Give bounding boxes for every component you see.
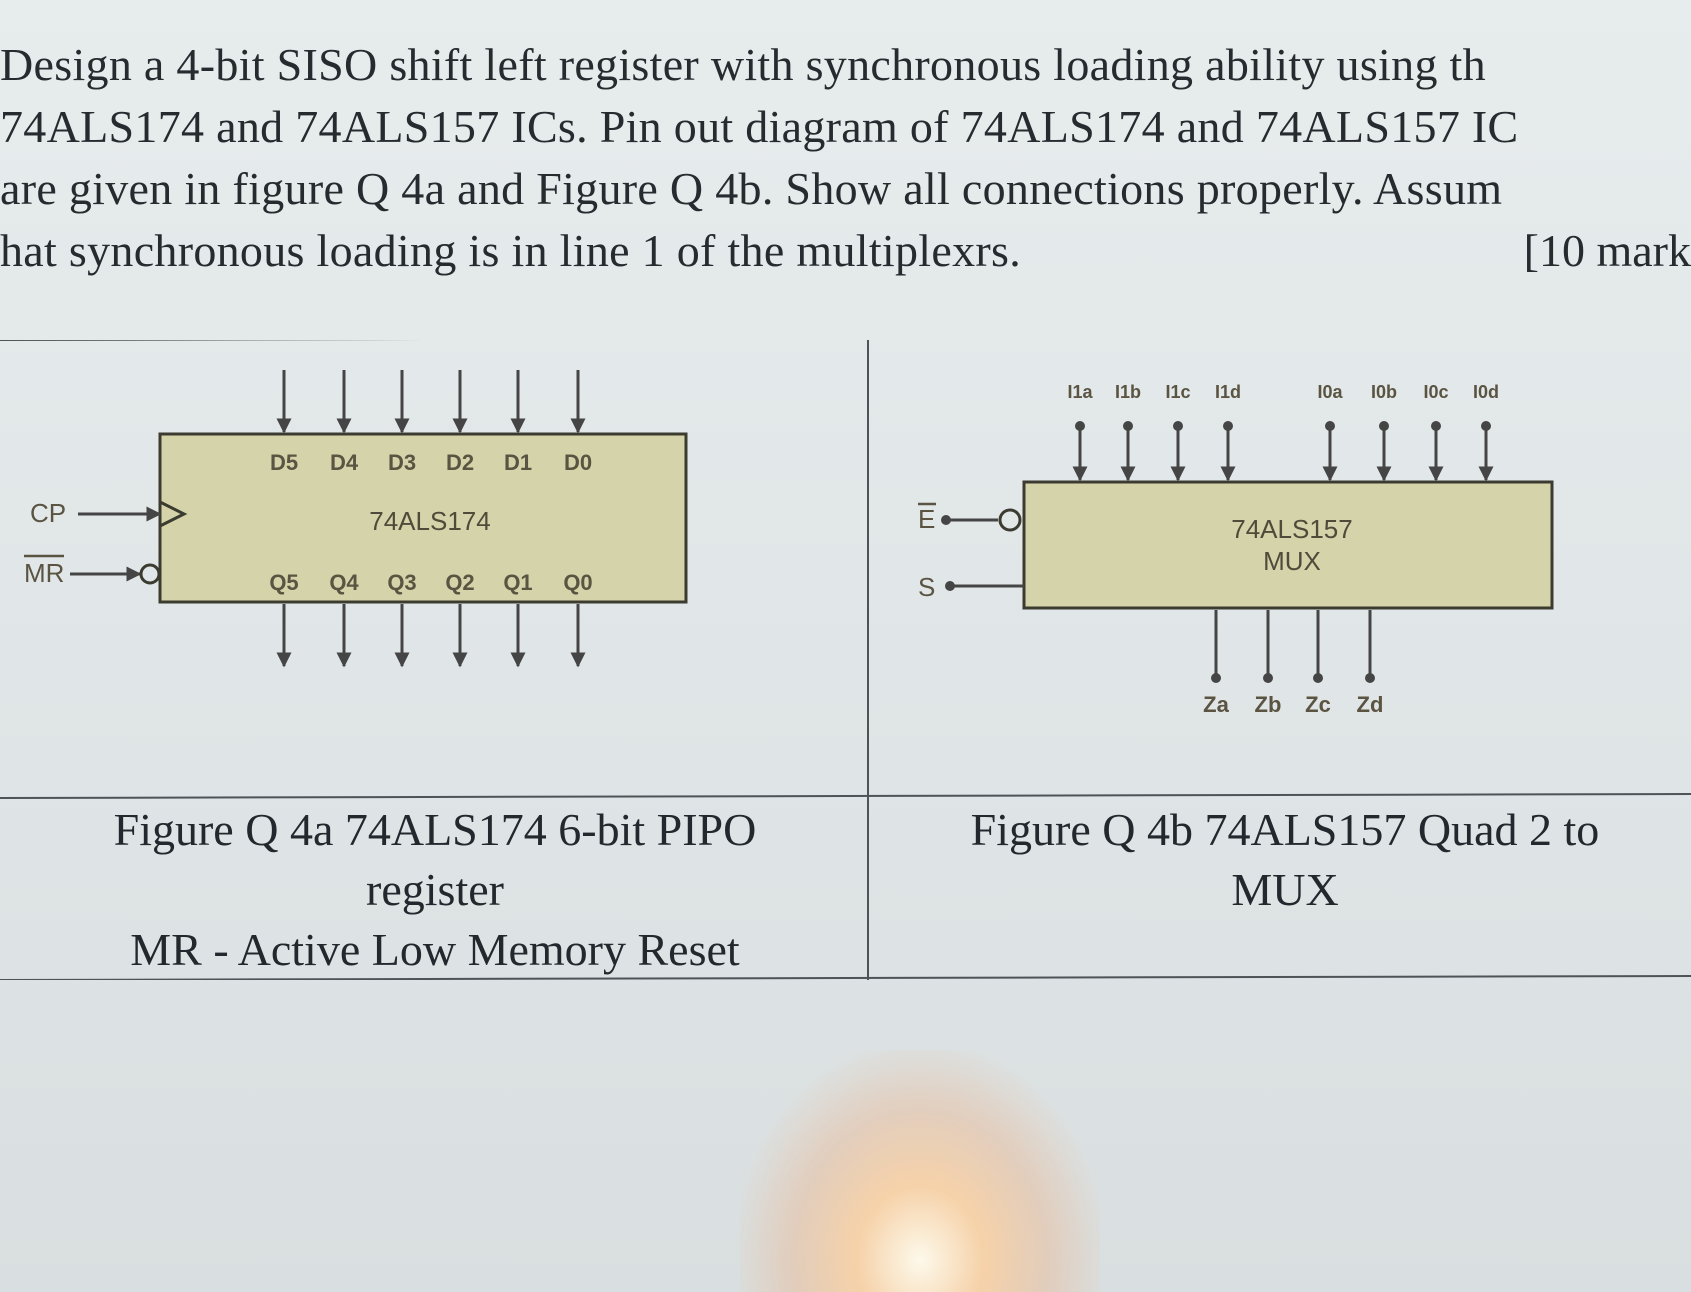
mux-input-0-label-3: I0d — [1473, 382, 1499, 402]
mux-input-0-label-2: I0c — [1423, 382, 1448, 402]
q-output-label-2: Q3 — [387, 570, 416, 595]
table-mid-rule — [0, 793, 1691, 799]
q-output-label-1: Q4 — [329, 570, 359, 595]
chip-74als157: 74ALS157 MUX I1a I1b I1c I1d I0a I0b I0c I0d Za… — [918, 382, 1554, 717]
mux-input-1-label-3: I1d — [1215, 382, 1241, 402]
mux-input-0-label-0: I0a — [1317, 382, 1343, 402]
q-output-label-0: Q5 — [269, 570, 298, 595]
mux-output-label-1: Zb — [1255, 692, 1282, 717]
figure-b-caption-line-1: Figure Q 4b 74ALS157 Quad 2 to — [970, 804, 1600, 855]
figure-a-caption-line-3: MR - Active Low Memory Reset — [130, 924, 740, 975]
mux-input-1-label-2: I1c — [1165, 382, 1190, 402]
reset-pin-label: MR — [24, 558, 64, 588]
question-line-2: 74ALS174 and 74ALS157 ICs. Pin out diagr… — [0, 101, 1519, 152]
mux-output-label-2: Zc — [1305, 692, 1331, 717]
q-output-label-3: Q2 — [445, 570, 474, 595]
mux-output-label-3: Zd — [1357, 692, 1384, 717]
chip-74als157-name: 74ALS157 — [1231, 514, 1352, 544]
chip-74als174: 74ALS174 D5 D4 D3 D2 D1 D0 Q5 Q4 Q3 Q2 Q1 Q0 CP MR — [24, 370, 688, 668]
d-input-label-0: D5 — [270, 450, 298, 475]
figure-a-caption-line-2: register — [366, 864, 504, 915]
mux-output-dot-3 — [1365, 673, 1375, 683]
clock-pin-label: CP — [30, 498, 66, 528]
mux-input-1-label-1: I1b — [1115, 382, 1141, 402]
mux-output-dot-2 — [1313, 673, 1323, 683]
figure-a-caption-line-1: Figure Q 4a 74ALS174 6-bit PIPO — [113, 804, 757, 855]
figure-table: 74ALS174 D5 D4 D3 D2 D1 D0 Q5 Q4 Q3 Q2 Q1 Q0 CP MR… — [0, 340, 1691, 980]
chip-74als157-subtitle: MUX — [1263, 546, 1321, 576]
question-line-1: Design a 4-bit SISO shift left register … — [0, 39, 1486, 90]
chip-74als174-name: 74ALS174 — [369, 506, 490, 536]
question-line-4: hat synchronous loading is in line 1 of … — [0, 225, 1022, 276]
mux-input-1-label-0: I1a — [1067, 382, 1093, 402]
figure-b-caption-line-2: MUX — [1231, 864, 1339, 915]
figure-a-caption: Figure Q 4a 74ALS174 6-bit PIPO register… — [0, 800, 870, 980]
select-pin-label: S — [918, 572, 935, 602]
clock-edge-triangle — [159, 500, 188, 528]
q-output-label-4: Q1 — [503, 570, 532, 595]
mux-output-label-0: Za — [1203, 692, 1229, 717]
q-output-label-5: Q0 — [563, 570, 592, 595]
table-bottom-rule — [0, 975, 1691, 980]
chip-74als157-body — [1022, 480, 1554, 610]
question-line-3: are given in figure Q 4a and Figure Q 4b… — [0, 163, 1503, 214]
d-input-label-4: D1 — [504, 450, 532, 475]
d-input-label-2: D3 — [388, 450, 416, 475]
light-glare — [740, 1050, 1100, 1292]
enable-pin-label: E — [918, 504, 935, 534]
d-input-label-3: D2 — [446, 450, 474, 475]
mux-output-dot-0 — [1211, 673, 1221, 683]
d-input-label-1: D4 — [330, 450, 359, 475]
enable-inversion-bubble — [998, 508, 1022, 532]
mux-input-0-label-1: I0b — [1371, 382, 1397, 402]
figure-b-caption: Figure Q 4b 74ALS157 Quad 2 to MUX — [870, 800, 1691, 920]
d-input-label-5: D0 — [564, 450, 592, 475]
marks-label: [10 mark — [1523, 225, 1691, 276]
chip-74als174-body — [158, 432, 688, 604]
mux-output-dot-1 — [1263, 673, 1273, 683]
reset-inversion-bubble — [139, 563, 161, 585]
